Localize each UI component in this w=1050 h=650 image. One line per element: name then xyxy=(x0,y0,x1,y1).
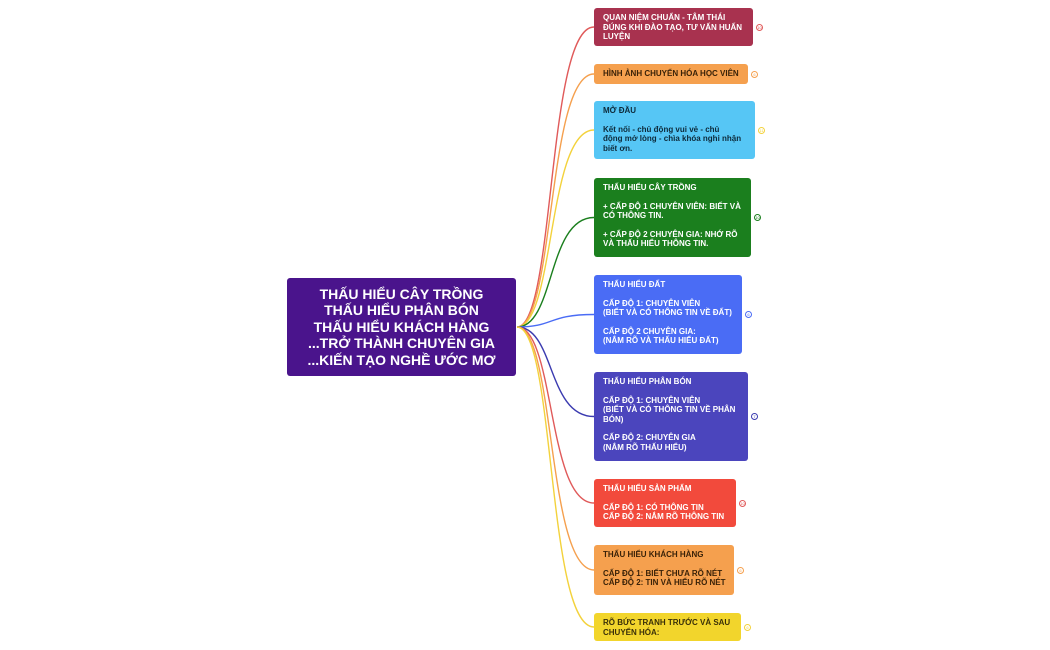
subtopic-count-badge[interactable]: 10 xyxy=(754,214,761,221)
branch-topic-line: THẤU HIỂU SẢN PHẨM xyxy=(603,484,692,493)
branch-topic-line: CHUYỂN HÓA: xyxy=(603,627,660,637)
branch-connector xyxy=(516,326,595,504)
branch-connector xyxy=(516,326,595,571)
branch-topic-line xyxy=(603,193,743,202)
subtopic-count-badge[interactable]: 6 xyxy=(745,311,752,318)
central-topic-line: ...TRỞ THÀNH CHUYÊN GIA xyxy=(308,335,495,352)
branch-topic-line xyxy=(603,318,734,327)
branch-topic-line: CÓ THÔNG TIN. xyxy=(603,211,664,220)
branch-topic-line: VÀ THẤU HIỂU THÔNG TIN. xyxy=(603,239,709,248)
branch-topic-line: (BIẾT VÀ CÓ THÔNG TIN VỀ PHÂN xyxy=(603,405,736,414)
subtopic-count-badge[interactable]: 6 xyxy=(737,566,744,574)
branch-topic-line: ĐÚNG KHI ĐÀO TẠO, TƯ VẤN HUẤN xyxy=(603,22,743,32)
branch-topic-line: THẤU HIỂU CÂY TRỒNG xyxy=(603,183,697,192)
branch-connector xyxy=(516,26,595,328)
central-topic-line: THẤU HIỂU PHÂN BÓN xyxy=(324,302,479,319)
branch-connector xyxy=(516,326,595,418)
branch-topic-line: + CẤP ĐỘ 1 CHUYÊN VIÊN: BIẾT VÀ xyxy=(603,201,741,211)
branch-topic-line: QUAN NIỆM CHUẨN - TÂM THÁI xyxy=(603,13,726,22)
subtopic-count-badge[interactable]: 10 xyxy=(739,499,746,507)
branch-topic-line: biết ơn. xyxy=(603,143,633,153)
branch-topic-line: (NẮM RÕ VÀ THẤU HIỂU ĐẤT) xyxy=(603,336,719,345)
branch-topic-line: HÌNH ẢNH CHUYỂN HÓA HỌC VIÊN xyxy=(603,69,739,78)
subtopic-count-badge[interactable]: 6 xyxy=(751,70,758,78)
branch-topic-line: RÕ BỨC TRANH TRƯỚC VÀ SAU xyxy=(603,618,731,627)
branch-topic-5[interactable]: THẤU HIỂU ĐẤT CẤP ĐỘ 1: CHUYÊN VIÊN(BIẾT … xyxy=(594,275,742,354)
branch-topic-line: CẤP ĐỘ 1: BIẾT CHƯA RÕ NÉT xyxy=(603,568,723,578)
branch-topic-line: THẤU HIỂU ĐẤT xyxy=(603,280,666,289)
branch-topic-line: BÓN) xyxy=(603,414,624,424)
branch-topic-line: CẤP ĐỘ 2: NẮM RÕ THÔNG TIN xyxy=(603,512,725,521)
branch-topic-line: THẤU HIỂU KHÁCH HÀNG xyxy=(603,550,704,559)
branch-connector xyxy=(516,313,595,328)
branch-topic-8[interactable]: THẤU HIỂU KHÁCH HÀNG CẤP ĐỘ 1: BIẾT CHƯA … xyxy=(594,545,734,595)
branch-topic-line: (NẮM RÕ THẤU HIỂU) xyxy=(603,442,687,452)
branch-topic-7[interactable]: THẤU HIỂU SẢN PHẨM CẤP ĐỘ 1: CÓ THÔNG TIN… xyxy=(594,479,736,527)
branch-topic-line: CẤP ĐỘ 1: CÓ THÔNG TIN xyxy=(603,502,704,512)
branch-topic-line xyxy=(603,494,728,503)
branch-topic-line: CẤP ĐỘ 2: TIN VÀ HIỂU RÕ NÉT xyxy=(603,578,726,587)
branch-connector xyxy=(516,326,595,628)
branch-topic-line: Kết nối - chủ động vui vẻ - chủ xyxy=(603,124,720,134)
branch-topic-line: THẤU HIỂU PHÂN BÓN xyxy=(603,377,692,386)
branch-topic-line xyxy=(603,290,734,299)
branch-topic-line xyxy=(603,116,747,125)
branch-topic-line xyxy=(603,221,743,230)
branch-topic-line xyxy=(603,387,740,396)
branch-topic-line: (BIẾT VÀ CÓ THÔNG TIN VỀ ĐẤT) xyxy=(603,308,732,317)
subtopic-count-badge[interactable]: 7 xyxy=(751,413,758,420)
branch-topic-line xyxy=(603,424,740,433)
branch-topic-line: LUYỆN xyxy=(603,32,631,41)
central-topic-line: THẤU HIỂU CÂY TRỒNG xyxy=(319,285,484,302)
branch-connector xyxy=(516,129,595,328)
branch-topic-line: MỞ ĐẦU xyxy=(603,106,637,115)
subtopic-count-badge[interactable]: 6 xyxy=(744,623,751,631)
central-topic-line: THẤU HIỂU KHÁCH HÀNG xyxy=(313,318,490,335)
branch-connector xyxy=(516,73,595,328)
central-topic[interactable]: THẤU HIỂU CÂY TRỒNG THẤU HIỂU PHÂN BÓN T… xyxy=(287,278,516,376)
branch-topic-line xyxy=(603,560,726,569)
branch-topic-2[interactable]: HÌNH ẢNH CHUYỂN HÓA HỌC VIÊN xyxy=(594,64,748,84)
branch-topic-line: CẤP ĐỘ 1: CHUYÊN VIÊN xyxy=(603,395,701,405)
branch-topic-line: CẤP ĐỘ 2: CHUYÊN GIA xyxy=(603,433,696,442)
branch-topic-line: động mở lòng - chìa khóa nghi nhận xyxy=(603,134,742,143)
subtopic-count-badge[interactable]: 11 xyxy=(758,126,765,134)
branch-topic-line: CẤP ĐỘ 2 CHUYÊN GIA: xyxy=(603,326,696,336)
central-topic-line: ...KIẾN TẠO NGHỀ ƯỚC MƠ xyxy=(307,351,496,368)
branch-connector xyxy=(516,216,595,328)
branch-topic-4[interactable]: THẤU HIỂU CÂY TRỒNG + CẤP ĐỘ 1 CHUYÊN VIÊ… xyxy=(594,178,751,257)
subtopic-count-badge[interactable]: 10 xyxy=(756,23,763,31)
branch-topic-line: CẤP ĐỘ 1: CHUYÊN VIÊN xyxy=(603,298,701,308)
branch-topic-line: + CẤP ĐỘ 2 CHUYÊN GIA: NHỚ RÕ xyxy=(603,229,738,239)
